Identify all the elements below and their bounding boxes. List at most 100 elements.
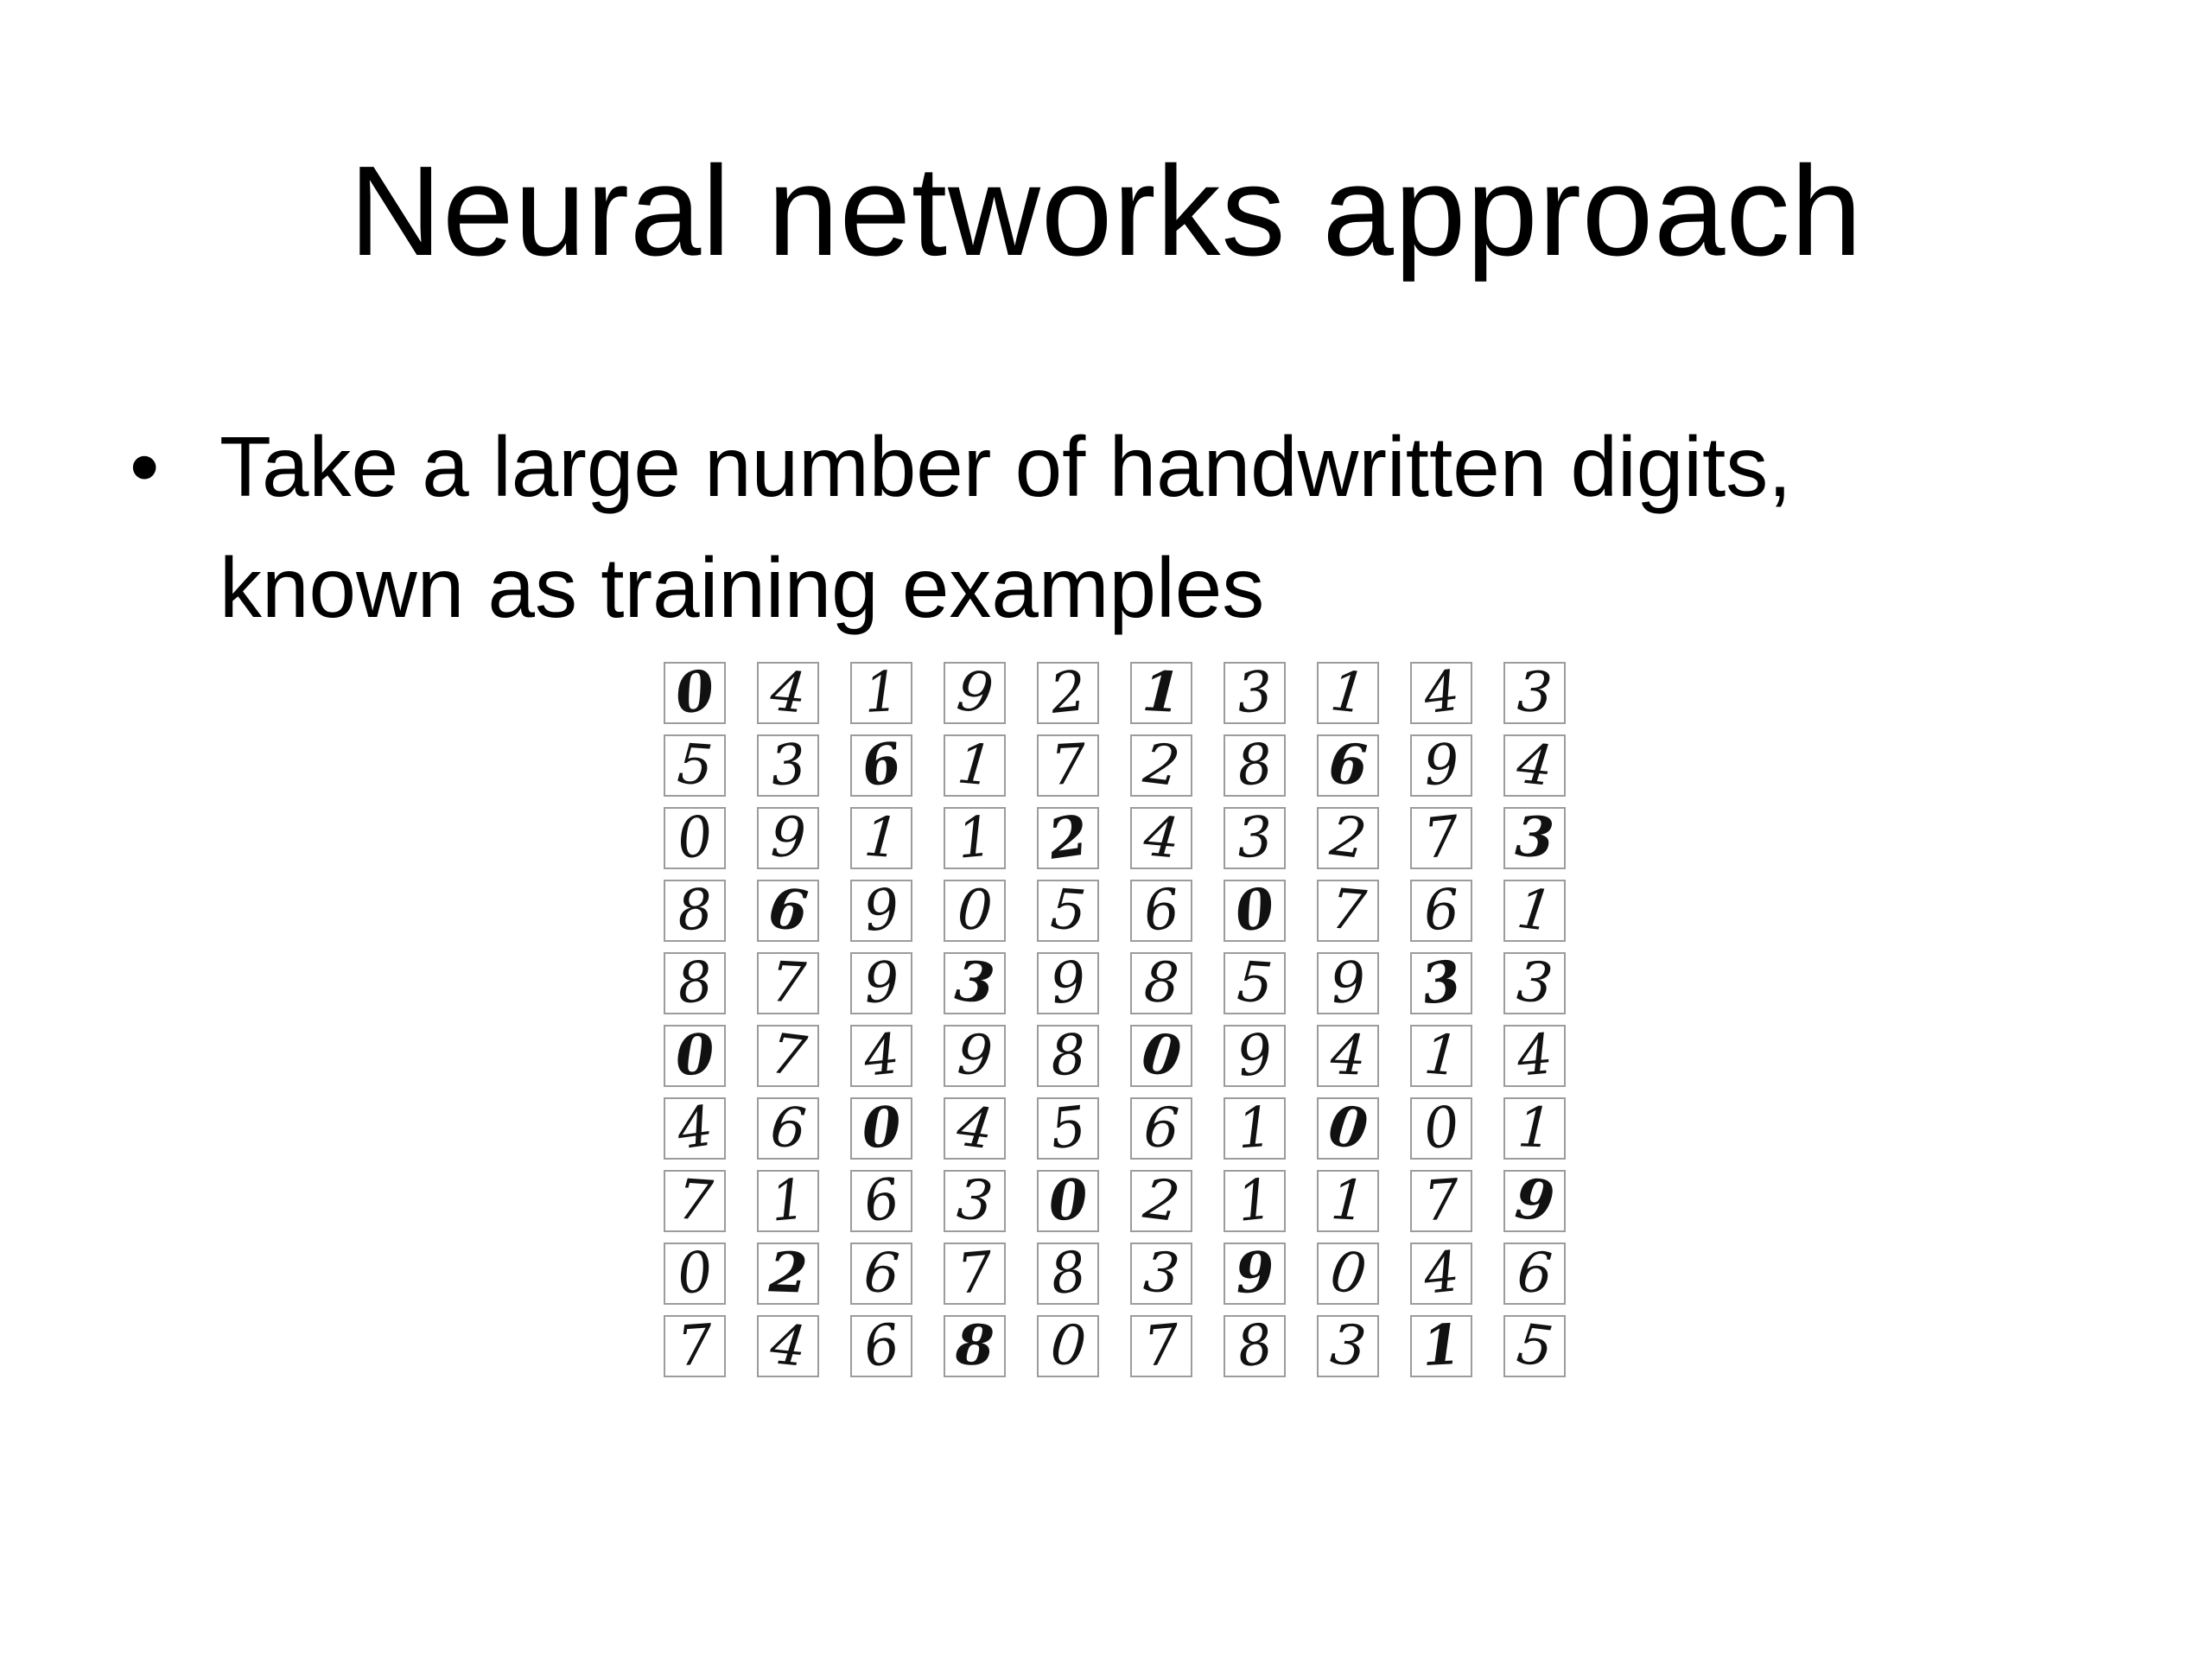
digit-glyph: 8 [1233,734,1276,797]
digit-glyph: 1 [954,734,995,797]
digit-cell: 3 [944,952,1006,1014]
digit-cell: 1 [1317,662,1379,724]
digit-glyph: 8 [675,880,715,942]
digit-cell: 3 [944,1170,1006,1232]
digit-glyph: 8 [954,1315,995,1377]
digit-cell: 9 [1503,1170,1566,1232]
digit-glyph: 8 [1046,1243,1090,1305]
digit-glyph: 7 [1420,807,1463,869]
slide-title: Neural networks approach [349,140,1863,283]
digit-cell: 4 [1130,807,1192,869]
digit-cell: 5 [1037,1097,1099,1160]
digit-glyph: 4 [1141,807,1182,869]
digit-cell: 4 [850,1025,912,1087]
digit-cell: 1 [1410,1315,1472,1377]
digit-cell: 4 [1317,1025,1379,1087]
digit-cell: 9 [1224,1243,1286,1305]
digit-glyph: 4 [766,1315,810,1377]
digit-glyph: 1 [1420,1315,1463,1377]
digit-glyph: 6 [1515,1243,1554,1305]
digit-glyph: 0 [1046,1170,1090,1232]
digit-glyph: 9 [953,662,996,724]
digit-glyph: 7 [1327,880,1369,942]
digit-glyph: 3 [1513,807,1556,869]
digit-glyph: 4 [953,1097,996,1160]
digit-cell: 7 [1317,880,1379,942]
digit-cell: 2 [1317,807,1379,869]
digit-glyph: 0 [673,1025,716,1087]
bullet-marker: • [130,419,160,514]
digit-glyph: 0 [1138,1025,1185,1087]
digit-cell: 2 [1037,662,1099,724]
digit-glyph: 5 [1513,1315,1556,1377]
digit-glyph: 0 [1230,880,1279,942]
digit-cell: 9 [850,952,912,1014]
digit-cell: 3 [1410,952,1472,1014]
digit-glyph: 1 [1421,1025,1461,1087]
digit-cell: 2 [757,1243,819,1305]
digit-cell: 2 [1037,807,1099,869]
digit-glyph: 7 [675,1170,715,1232]
digit-cell: 7 [1410,1170,1472,1232]
bullet-text-line-2: known as training examples [219,540,1265,635]
digit-cell: 3 [757,734,819,797]
digit-glyph: 0 [860,1097,903,1160]
digit-cell: 0 [664,1025,726,1087]
digit-glyph: 6 [767,1097,809,1160]
digit-cell: 2 [1130,1170,1192,1232]
digit-cell: 0 [1037,1170,1099,1232]
digit-glyph: 4 [1420,1243,1463,1305]
digit-cell: 1 [757,1170,819,1232]
digit-cell: 6 [757,880,819,942]
bullet-text-line-1: Take a large number of handwritten digit… [219,419,1792,514]
digit-glyph: 4 [1514,1025,1555,1087]
digit-glyph: 9 [769,807,807,869]
digit-cell: 1 [1130,662,1192,724]
digit-glyph: 6 [860,1315,903,1377]
digit-glyph: 0 [1420,1097,1463,1160]
digit-cell: 3 [1503,662,1566,724]
digit-cell: 0 [664,807,726,869]
digit-glyph: 4 [767,662,809,724]
digit-glyph: 0 [1048,1315,1088,1377]
digit-cell: 0 [1130,1025,1192,1087]
bullet-list: • Take a large number of handwritten dig… [130,406,2117,648]
digit-cell: 7 [664,1170,726,1232]
digit-glyph: 0 [1325,1097,1371,1160]
digit-cell: 1 [1224,1097,1286,1160]
digit-cell: 3 [1130,1243,1192,1305]
digit-glyph: 4 [1513,734,1556,797]
digit-cell: 1 [850,807,912,869]
digit-cell: 5 [1503,1315,1566,1377]
digit-cell: 6 [1503,1243,1566,1305]
digit-glyph: 6 [861,1243,901,1305]
digit-cell: 1 [944,807,1006,869]
digit-cell: 1 [850,662,912,724]
digit-cell: 3 [1317,1315,1379,1377]
digit-cell: 6 [850,734,912,797]
digit-cell: 1 [1503,1097,1566,1160]
digit-glyph: 9 [955,1025,995,1087]
digit-glyph: 5 [1046,1097,1090,1160]
digit-glyph: 3 [1141,1243,1182,1305]
digit-glyph: 2 [767,1243,809,1305]
digit-cell: 7 [757,1025,819,1087]
digit-cell: 0 [664,1243,726,1305]
digit-glyph: 0 [673,807,716,869]
digit-cell: 0 [1317,1097,1379,1160]
digit-cell: 3 [1224,807,1286,869]
digit-glyph: 1 [1516,1097,1554,1160]
digit-cell: 7 [1130,1315,1192,1377]
digit-cell: 1 [1317,1170,1379,1232]
digit-glyph: 5 [1235,952,1274,1014]
digit-glyph: 6 [859,1170,904,1232]
digit-glyph: 8 [1048,1025,1088,1087]
digit-glyph: 3 [951,952,998,1014]
digit-glyph: 1 [767,1170,809,1232]
digit-cell: 9 [757,807,819,869]
digit-glyph: 1 [861,662,901,724]
digit-cell: 4 [1503,1025,1566,1087]
digit-glyph: 3 [1235,807,1274,869]
digit-cell: 1 [1503,880,1566,942]
